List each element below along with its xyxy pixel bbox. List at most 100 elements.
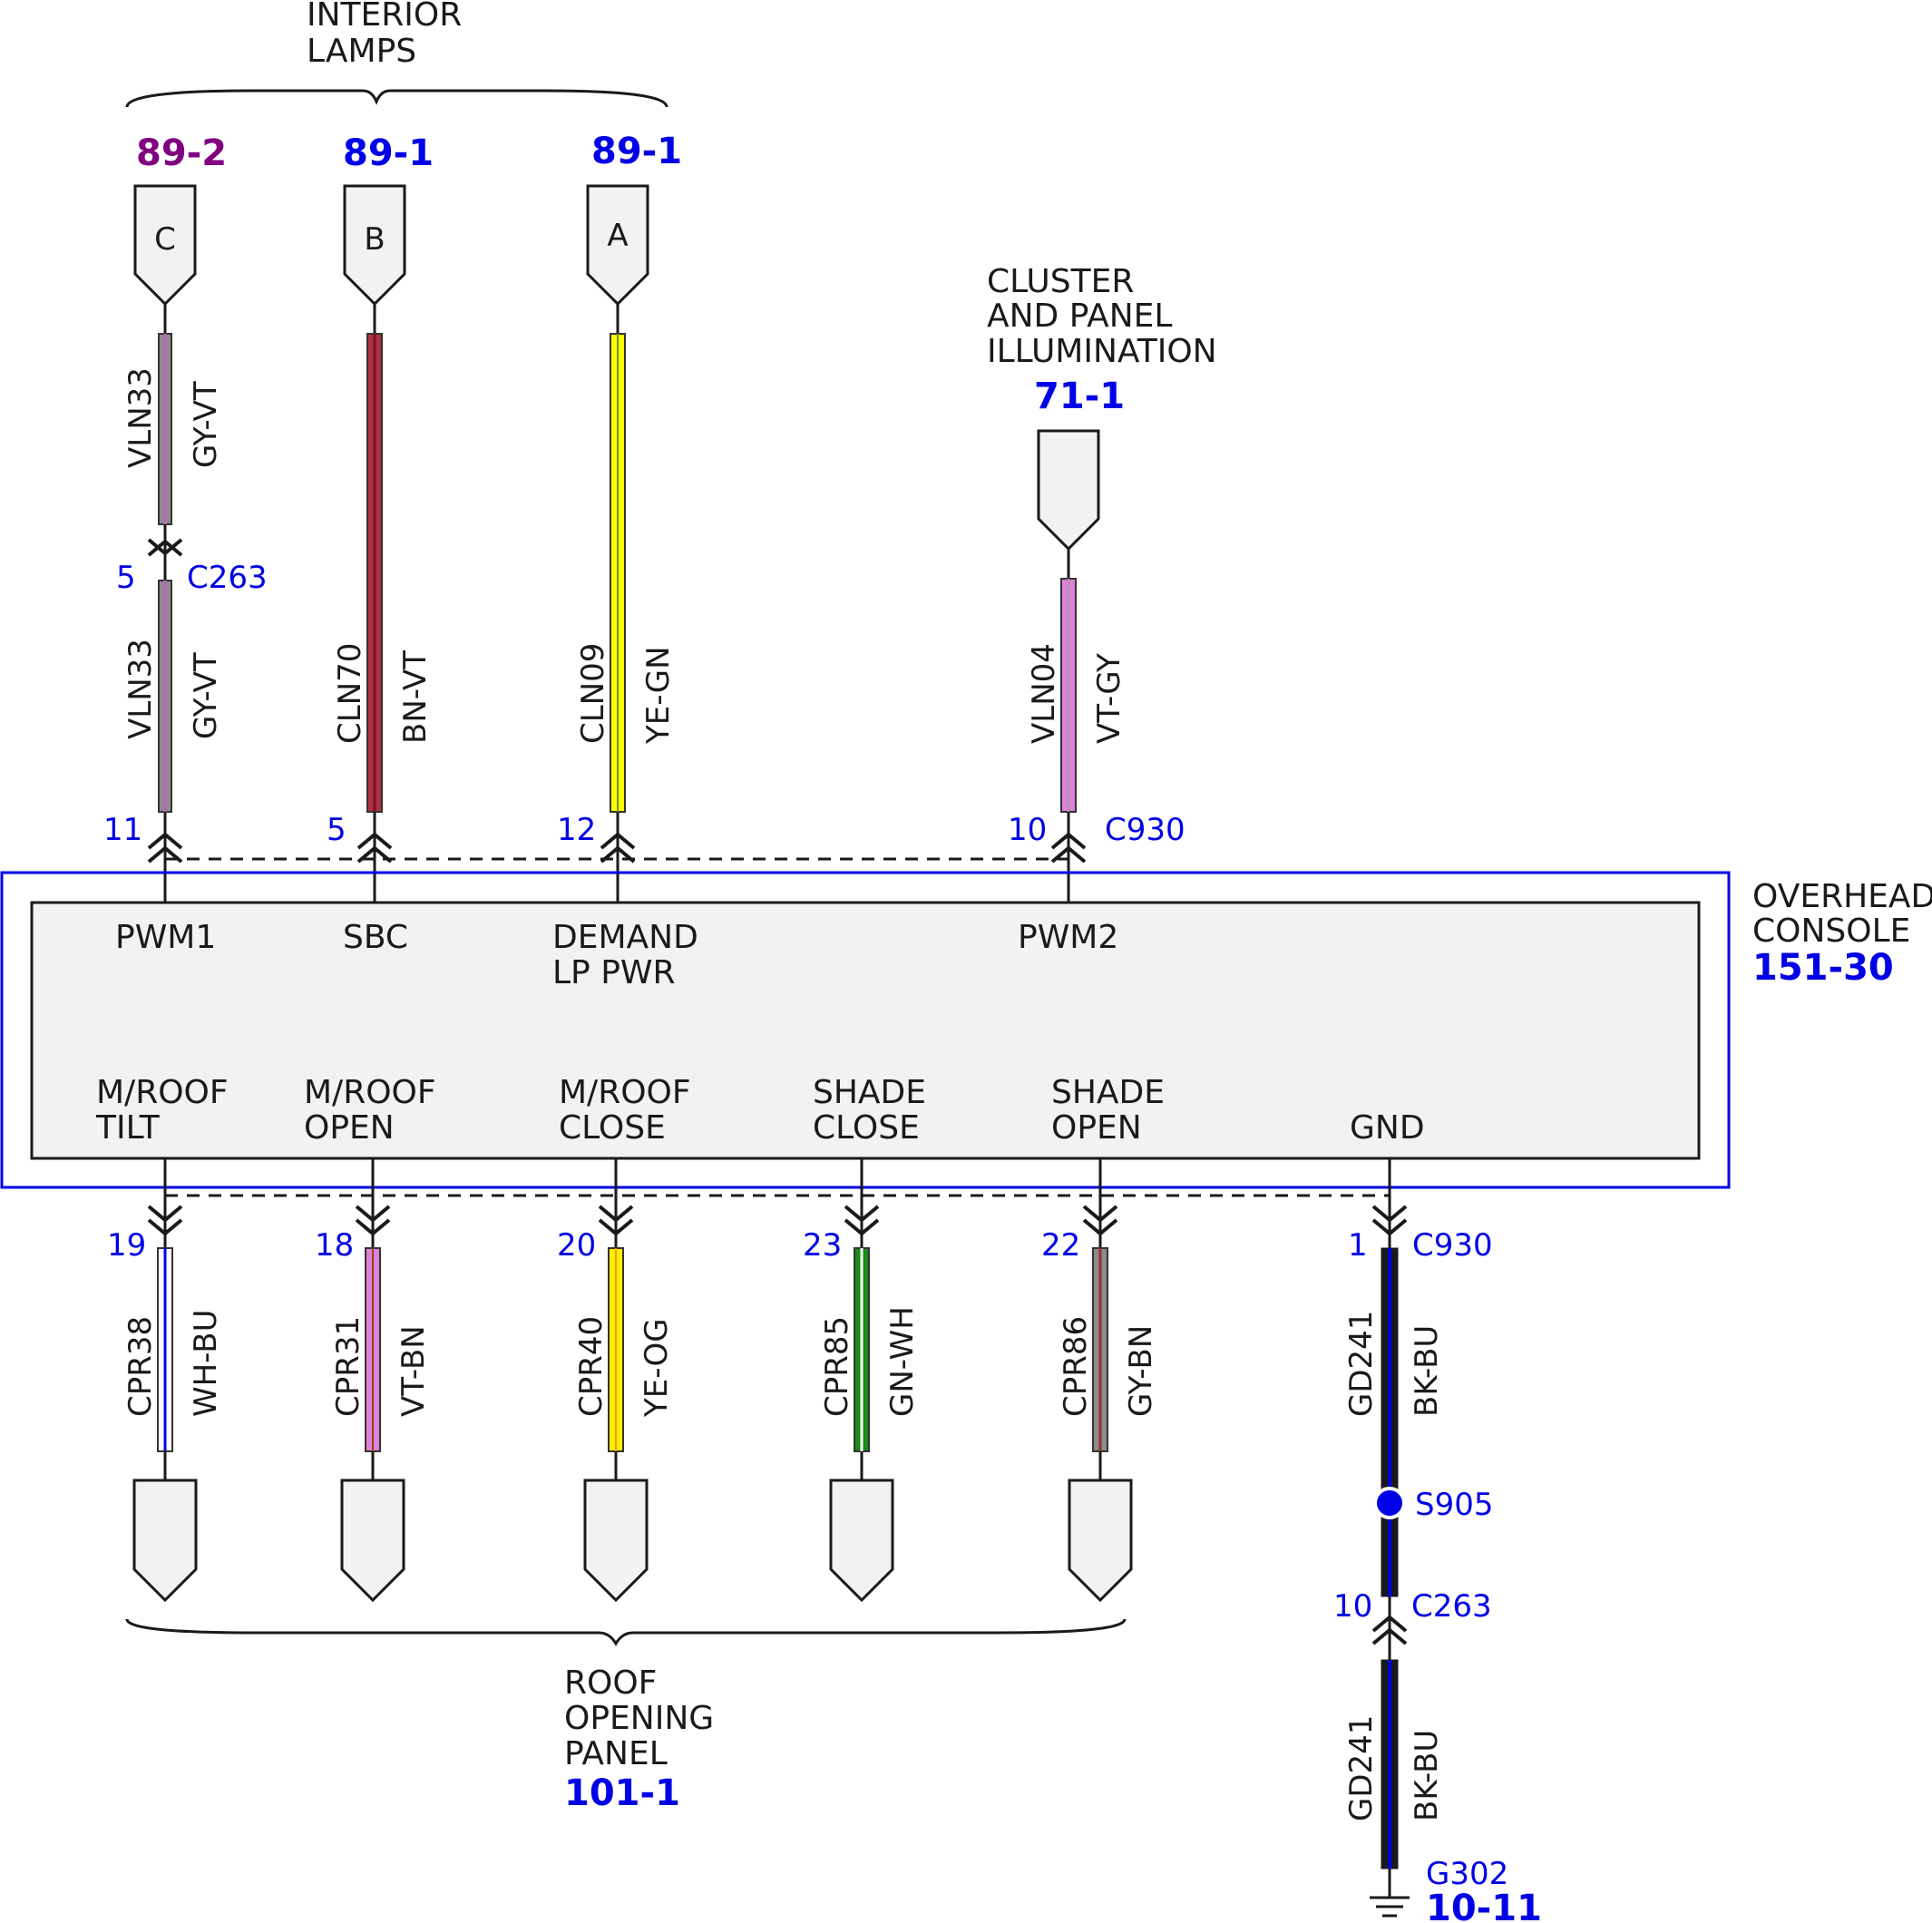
- wire-label-cpr38-circuit: CPR38: [122, 1316, 159, 1417]
- wire-label-cpr86-color: GY-BN: [1123, 1325, 1159, 1417]
- wire-label-cpr86-circuit: CPR86: [1058, 1316, 1094, 1417]
- wire-label-vln04-color: VT-GY: [1091, 653, 1127, 744]
- wire-cpr38: [157, 1247, 173, 1480]
- pin-c263-5: 5: [116, 560, 136, 596]
- c930-bottom-name: C930: [1412, 1227, 1493, 1264]
- roof-panel-label-3: PANEL: [564, 1735, 668, 1772]
- ref-101-1[interactable]: 101-1: [564, 1772, 680, 1814]
- wire-vln33-upper: [158, 304, 172, 546]
- terminal-shade-close-2: CLOSE: [813, 1109, 920, 1147]
- connector-letter-b: B: [364, 221, 385, 258]
- pin-c263-10: 10: [1333, 1588, 1372, 1625]
- wire-label-gd241-circuit: GD241: [1343, 1311, 1380, 1417]
- pin-bottom-22: 22: [1041, 1227, 1080, 1264]
- roof-panel-connectors: [132, 1479, 1133, 1603]
- wire-label-cln70-circuit: CLN70: [332, 643, 368, 744]
- connector-a: A: [586, 184, 649, 307]
- wire-vln04: [1060, 549, 1077, 903]
- interior-lamps-label-2: LAMPS: [307, 33, 416, 70]
- ground-g302-name: G302: [1426, 1856, 1508, 1892]
- terminal-shade-close-1: SHADE: [813, 1074, 926, 1111]
- wire-cpr85: [854, 1247, 870, 1480]
- terminal-sbc: SBC: [343, 919, 408, 956]
- wire-cpr40: [608, 1247, 624, 1480]
- c263-bottom-symbol: [1371, 1596, 1408, 1660]
- connector-letter-a: A: [607, 218, 628, 254]
- wire-label-vln04-circuit: VLN04: [1026, 643, 1062, 744]
- terminal-lp-pwr: LP PWR: [552, 954, 676, 991]
- wire-gd241-upper: [1381, 1247, 1399, 1597]
- terminal-pwm1: PWM1: [115, 919, 216, 956]
- wire-label-cpr85-color: GN-WH: [884, 1306, 921, 1417]
- pin-top-5: 5: [327, 812, 346, 848]
- ref-10-11[interactable]: 10-11: [1426, 1888, 1542, 1923]
- c263-inline-symbol: [147, 538, 183, 581]
- wire-cln09: [610, 304, 626, 903]
- wire-cpr86: [1092, 1247, 1108, 1480]
- roof-panel-brace: [125, 1618, 1127, 1646]
- cluster-label-2: AND PANEL: [987, 298, 1173, 335]
- connector-letter-c: C: [154, 221, 176, 258]
- wire-label-cpr31-color: VT-BN: [395, 1325, 432, 1417]
- ref-71-1[interactable]: 71-1: [1034, 376, 1125, 417]
- c930-top-symbols: [147, 832, 1087, 864]
- wire-vln33-lower: [158, 580, 172, 903]
- interior-lamps-brace: [125, 89, 668, 108]
- terminal-mroof-close-2: CLOSE: [559, 1109, 666, 1147]
- overhead-console-module: [30, 901, 1701, 1160]
- wire-label-gd241-color: BK-BU: [1409, 1325, 1445, 1417]
- pin-bottom-18: 18: [315, 1227, 354, 1264]
- roof-panel-label-1: ROOF: [564, 1664, 657, 1702]
- pin-bottom-1: 1: [1348, 1227, 1368, 1264]
- wire-label-cln70-color: BN-VT: [397, 650, 434, 744]
- wire-label-cpr40-color: YE-OG: [639, 1318, 675, 1418]
- pin-bottom-23: 23: [803, 1227, 842, 1264]
- ref-89-1-a[interactable]: 89-1: [591, 131, 682, 172]
- wire-label-cln09-color: YE-GN: [640, 646, 677, 745]
- pin-bottom-19: 19: [107, 1227, 146, 1264]
- terminal-pwm2: PWM2: [1018, 919, 1118, 956]
- bottom-wire-stubs: [163, 1158, 1391, 1248]
- c930-top-name: C930: [1105, 812, 1186, 848]
- pin-top-10: 10: [1008, 812, 1047, 848]
- terminal-mroof-close-1: M/ROOF: [559, 1074, 691, 1111]
- wire-cln70: [366, 304, 383, 903]
- wire-label-vln33-upper-circuit: VLN33: [122, 367, 159, 468]
- ref-89-1-b[interactable]: 89-1: [343, 132, 434, 174]
- wire-label-vln33-circuit: VLN33: [122, 639, 159, 739]
- ref-89-2[interactable]: 89-2: [136, 132, 227, 174]
- wire-cpr31: [365, 1247, 381, 1480]
- pin-top-11: 11: [103, 812, 142, 848]
- wire-label-vln33-upper-color: GY-VT: [188, 381, 224, 468]
- cluster-label-1: CLUSTER: [987, 263, 1134, 300]
- wire-label-cln09-circuit: CLN09: [575, 643, 611, 744]
- terminal-shade-open-2: OPEN: [1051, 1109, 1142, 1147]
- wire-label-cpr31-circuit: CPR31: [330, 1316, 366, 1417]
- wire-label-vln33-color: GY-VT: [188, 652, 224, 739]
- c263-bottom-name: C263: [1411, 1588, 1492, 1625]
- cluster-label-3: ILLUMINATION: [987, 333, 1217, 370]
- ground-icon: [1370, 1896, 1410, 1918]
- overhead-console-outline: [0, 871, 1731, 1189]
- terminal-gnd: GND: [1350, 1109, 1425, 1147]
- terminal-shade-open-1: SHADE: [1051, 1074, 1165, 1111]
- terminal-mroof-tilt-1: M/ROOF: [96, 1074, 229, 1111]
- terminal-mroof-open-1: M/ROOF: [304, 1074, 436, 1111]
- connector-b: B: [343, 184, 406, 307]
- pin-top-12: 12: [557, 812, 596, 848]
- roof-panel-label-2: OPENING: [564, 1700, 714, 1737]
- wire-label-cpr40-circuit: CPR40: [573, 1316, 610, 1417]
- wire-gd241-lower: [1381, 1659, 1399, 1898]
- wire-label-cpr85-circuit: CPR85: [819, 1316, 855, 1417]
- module-label-1: OVERHEAD: [1752, 878, 1932, 915]
- wire-label-gd241-lower-color: BK-BU: [1409, 1730, 1445, 1821]
- ref-151-30[interactable]: 151-30: [1752, 947, 1894, 989]
- splice-s905[interactable]: [1373, 1487, 1406, 1519]
- terminal-mroof-tilt-2: TILT: [95, 1109, 161, 1147]
- wire-label-cpr38-color: WH-BU: [188, 1310, 224, 1417]
- wire-label-gd241-lower-circuit: GD241: [1343, 1715, 1380, 1821]
- pin-bottom-20: 20: [557, 1227, 596, 1264]
- module-label-2: CONSOLE: [1752, 913, 1910, 950]
- splice-name: S905: [1415, 1487, 1493, 1523]
